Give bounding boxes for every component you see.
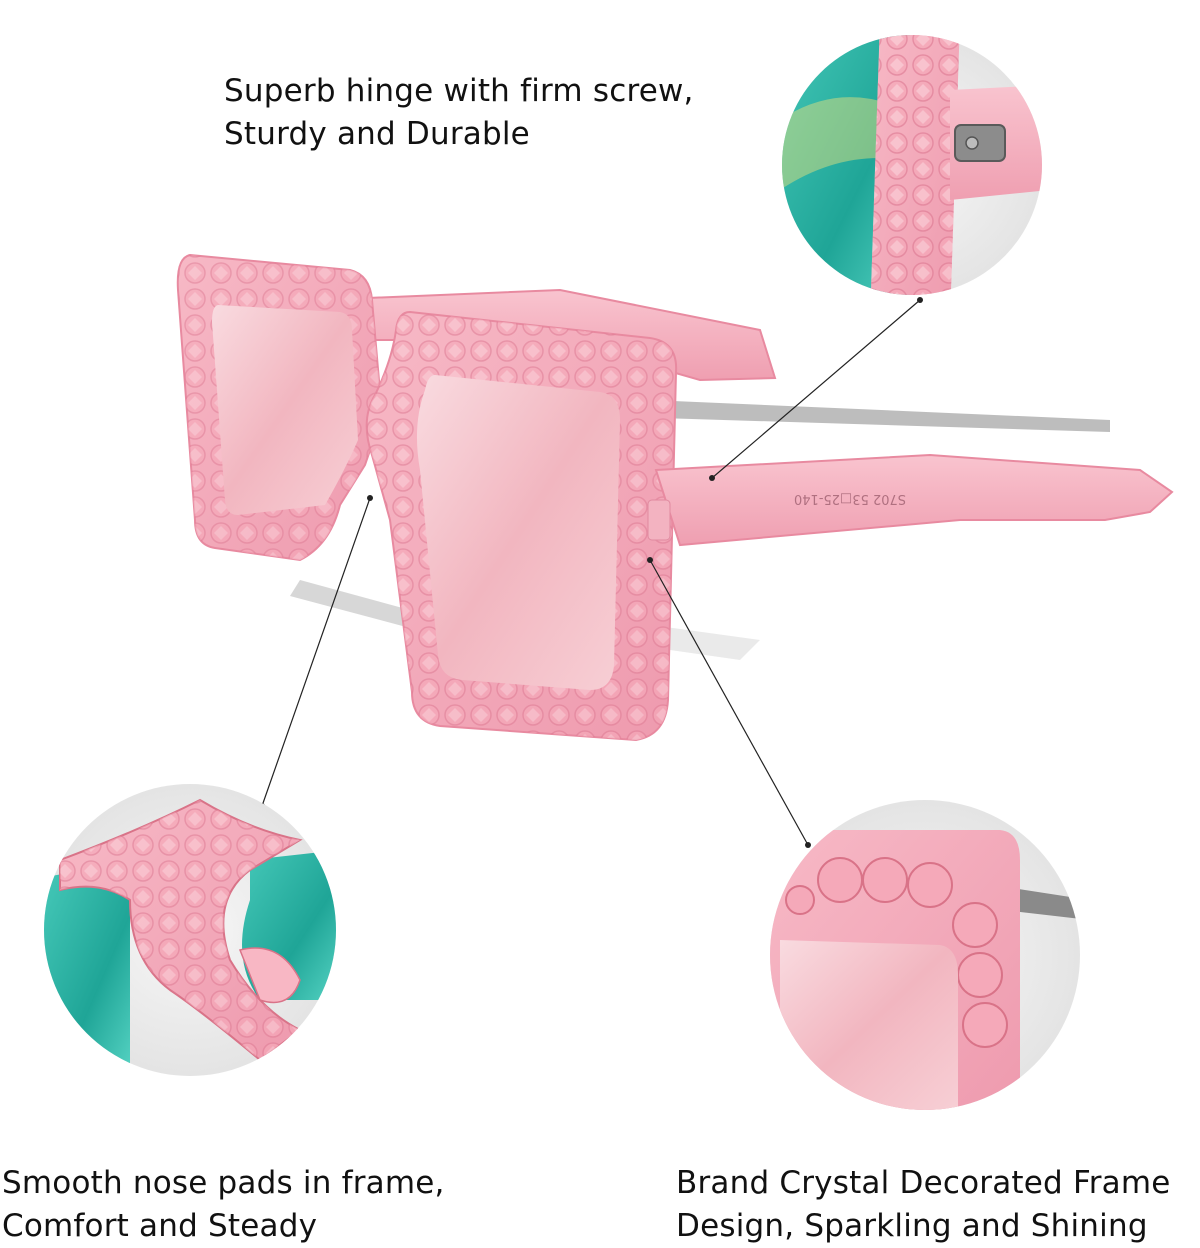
sunglasses-main: S702 53□25-140: [176, 253, 1174, 742]
nose-pads-caption-line-2: Comfort and Steady: [2, 1208, 318, 1244]
nose-pads-caption: Smooth nose pads in frame, Comfort and S…: [2, 1162, 445, 1248]
hinge-caption-line-1: Superb hinge with firm screw,: [224, 73, 694, 109]
pointer-lines: [261, 299, 921, 846]
temple-print: S702 53□25-140: [794, 491, 906, 506]
crystal-caption: Brand Crystal Decorated Frame Design, Sp…: [676, 1162, 1171, 1248]
hinge-caption-line-2: Sturdy and Durable: [224, 116, 530, 152]
crystal-detail-circle: [770, 800, 1080, 1110]
crystal-caption-line-2: Design, Sparkling and Shining: [676, 1208, 1148, 1244]
crystal-caption-line-1: Brand Crystal Decorated Frame: [676, 1165, 1171, 1201]
hinge-caption: Superb hinge with firm screw, Sturdy and…: [224, 70, 694, 156]
nose-pads-caption-line-1: Smooth nose pads in frame,: [2, 1165, 445, 1201]
hinge-detail-circle: [782, 35, 1042, 295]
nose-pad-detail-circle: [44, 784, 336, 1076]
